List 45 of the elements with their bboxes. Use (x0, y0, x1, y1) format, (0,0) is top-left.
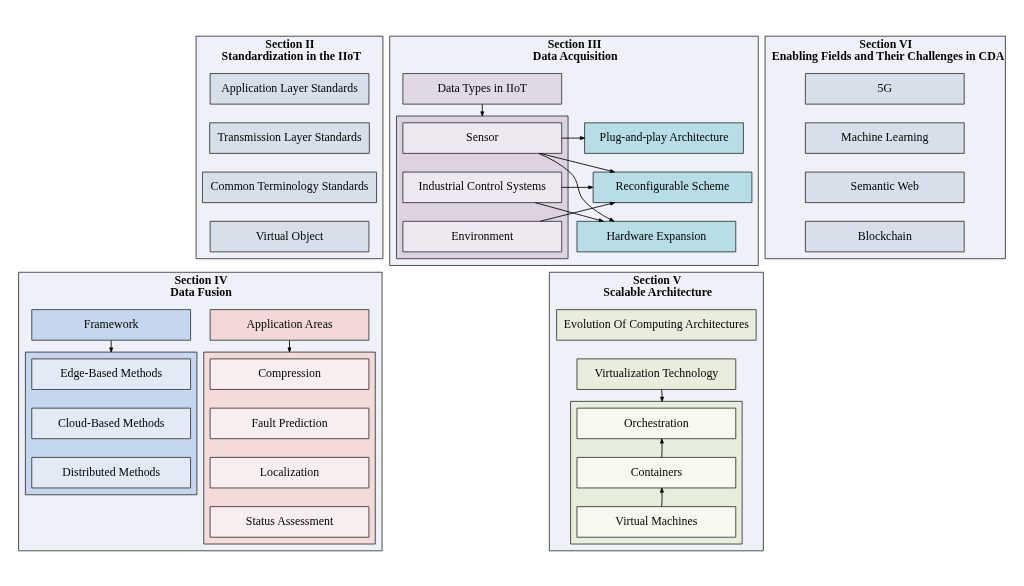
node-box: Fault Prediction (209, 407, 370, 439)
arrow (539, 152, 616, 173)
node-box: Compression (209, 357, 370, 390)
node-box: Containers (576, 456, 737, 488)
arrow (534, 201, 604, 222)
arrow (660, 487, 664, 507)
node-box: Virtualization Technology (576, 357, 737, 390)
node-box: Plug-and-play Architecture (584, 121, 744, 154)
node-box: Orchestration (576, 407, 737, 439)
node-box: Sensor (402, 121, 563, 154)
arrow (660, 388, 664, 402)
node-box: Distributed Methods (31, 456, 191, 488)
node-box: Evolution Of Computing Architectures (556, 308, 757, 341)
node-box: Edge-Based Methods (31, 357, 191, 390)
arrow (109, 339, 114, 353)
node-box: Environment (402, 220, 563, 252)
node-box: Data Types in IIoT (402, 72, 563, 105)
node-box: Transmission Layer Standards (209, 121, 370, 154)
arrow (539, 201, 616, 222)
node-box: Reconfigurable Scheme (592, 171, 753, 203)
node-box: Blockchain (804, 220, 965, 252)
node-box: Application Layer Standards (209, 72, 370, 105)
node-box: Industrial Control Systems (402, 171, 563, 203)
arrow (287, 339, 292, 353)
arrow (561, 135, 585, 140)
arrow (561, 184, 594, 189)
node-box: Localization (209, 456, 370, 488)
node-box: Common Terminology Standards (202, 171, 377, 203)
node-box: 5G (804, 72, 965, 105)
node-box: Hardware Expansion (576, 220, 737, 252)
node-box: Status Assessment (209, 505, 370, 538)
cluster (203, 351, 376, 544)
node-box: Semantic Web (804, 171, 965, 203)
cluster (24, 351, 198, 495)
node-box: Machine Learning (804, 121, 965, 154)
node-box: Cloud-Based Methods (31, 407, 191, 439)
node-box: Virtual Object (209, 220, 370, 252)
arrow (660, 437, 664, 458)
cluster (396, 115, 569, 259)
arrow (538, 152, 615, 222)
node-box: Virtual Machines (576, 505, 737, 538)
cluster (570, 400, 743, 544)
arrow (480, 103, 485, 116)
node-box: Framework (31, 308, 191, 341)
node-box: Application Areas (209, 308, 370, 341)
